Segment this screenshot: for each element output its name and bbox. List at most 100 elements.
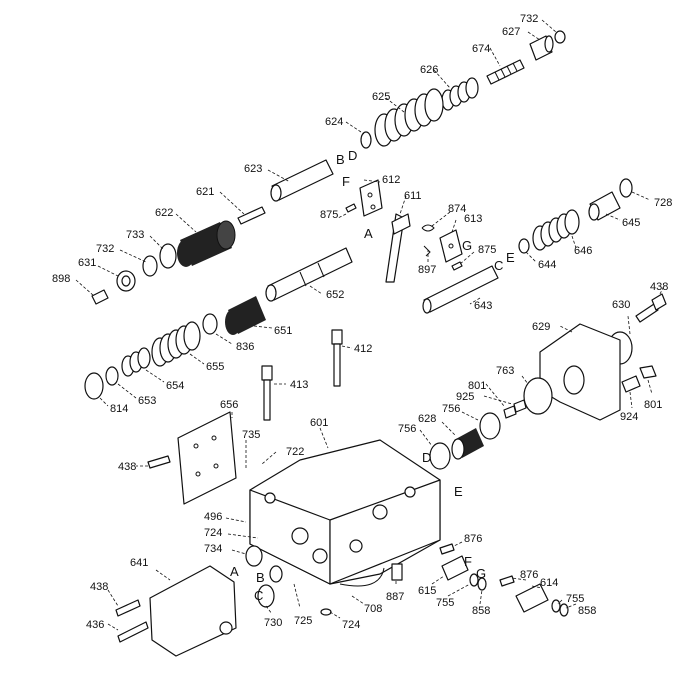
- label-732-top: 732: [520, 13, 538, 25]
- part-654-spring: [121, 347, 151, 377]
- label-436: 436: [86, 619, 104, 631]
- part-621-pin: [237, 206, 266, 225]
- label-646: 646: [574, 245, 592, 257]
- letter-f-top: F: [342, 174, 350, 189]
- label-801-right: 801: [644, 399, 662, 411]
- part-614-plug: [515, 583, 549, 613]
- label-875-left: 875: [320, 209, 338, 221]
- label-413: 413: [290, 379, 308, 391]
- letter-d-top: D: [348, 148, 357, 163]
- label-652: 652: [326, 289, 344, 301]
- label-653: 653: [138, 395, 156, 407]
- part-622-spring: [177, 220, 236, 267]
- letter-e-bottom: E: [454, 484, 463, 499]
- label-708: 708: [364, 603, 382, 615]
- label-724-bottom: 724: [342, 619, 360, 631]
- label-628: 628: [418, 413, 436, 425]
- part-655-spring: [151, 321, 201, 367]
- label-898: 898: [52, 273, 70, 285]
- part-624-ring: [360, 131, 372, 149]
- part-436-bolt: [117, 621, 149, 643]
- letter-b-top: B: [336, 152, 345, 167]
- part-601-body: [249, 439, 441, 585]
- part-724b-ring: [320, 608, 332, 616]
- letter-e-top: E: [506, 250, 515, 265]
- part-708-ring: [339, 567, 385, 587]
- part-643-spool: [422, 265, 499, 314]
- letter-c-bottom: C: [254, 588, 263, 603]
- label-674: 674: [472, 43, 490, 55]
- label-438-bottom: 438: [90, 581, 108, 593]
- leader-lines: [75, 19, 665, 631]
- part-756b-ring: [479, 412, 501, 440]
- label-621: 621: [196, 186, 214, 198]
- part-725-ring: [269, 565, 283, 583]
- label-875-right: 875: [478, 244, 496, 256]
- label-724-top: 724: [204, 527, 222, 539]
- label-614: 614: [540, 577, 558, 589]
- label-626: 626: [420, 64, 438, 76]
- label-876-left: 876: [464, 533, 482, 545]
- part-730-ring: [257, 584, 275, 608]
- part-653-washer: [105, 366, 119, 386]
- label-438-right: 438: [650, 281, 668, 293]
- label-755-right: 755: [566, 593, 584, 605]
- part-874-clip: [421, 224, 435, 232]
- part-887-plug: [391, 563, 403, 581]
- label-897: 897: [418, 264, 436, 276]
- label-735: 735: [242, 429, 260, 441]
- letter-a-bottom: A: [230, 564, 239, 579]
- part-438-bolt: [635, 293, 667, 323]
- letter-f-bottom: F: [464, 554, 472, 569]
- label-438-left: 438: [118, 461, 136, 473]
- label-645: 645: [622, 217, 640, 229]
- part-629-cover: [539, 323, 621, 421]
- part-644-washer: [518, 238, 530, 254]
- part-412-bolt: [331, 329, 343, 387]
- label-615: 615: [418, 585, 436, 597]
- part-875-pin: [345, 203, 357, 213]
- part-631-nut: [116, 270, 136, 292]
- part-413-bolt: [261, 365, 273, 421]
- part-728-ring: [619, 178, 633, 198]
- label-732-left: 732: [96, 243, 114, 255]
- label-734: 734: [204, 543, 222, 555]
- label-622: 622: [155, 207, 173, 219]
- part-734-ring: [245, 545, 263, 567]
- label-801-left: 801: [468, 380, 486, 392]
- label-722: 722: [286, 446, 304, 458]
- part-876b-pin: [499, 575, 515, 587]
- label-629: 629: [532, 321, 550, 333]
- part-925-part: [513, 399, 527, 413]
- part-858b-ring: [559, 603, 569, 617]
- label-876-right: 876: [520, 569, 538, 581]
- label-630: 630: [612, 299, 630, 311]
- label-925: 925: [456, 391, 474, 403]
- part-756a-ring: [429, 442, 451, 470]
- label-612: 612: [382, 174, 400, 186]
- part-814-snapring: [84, 372, 104, 400]
- part-898-pin: [91, 289, 109, 305]
- label-643: 643: [474, 300, 492, 312]
- part-627-plug: [529, 35, 554, 61]
- part-763-oring: [523, 377, 553, 415]
- part-625-spring: [374, 88, 444, 147]
- letter-a-top: A: [364, 226, 373, 241]
- part-876a-pin: [439, 543, 455, 555]
- label-651: 651: [274, 325, 292, 337]
- label-496: 496: [204, 511, 222, 523]
- part-623-spool: [270, 159, 334, 202]
- label-814: 814: [110, 403, 128, 415]
- part-755a-ring: [469, 573, 479, 587]
- label-656: 656: [220, 399, 238, 411]
- part-656-plate: [177, 411, 237, 505]
- label-756-right: 756: [442, 403, 460, 415]
- letter-g-bottom: G: [476, 566, 486, 581]
- part-924-plug: [621, 375, 641, 393]
- part-858a-ring: [477, 577, 487, 591]
- label-613: 613: [464, 213, 482, 225]
- part-626-spring: [441, 77, 479, 111]
- part-801b-nut: [503, 405, 517, 419]
- part-755b-ring: [551, 599, 561, 613]
- label-655: 655: [206, 361, 224, 373]
